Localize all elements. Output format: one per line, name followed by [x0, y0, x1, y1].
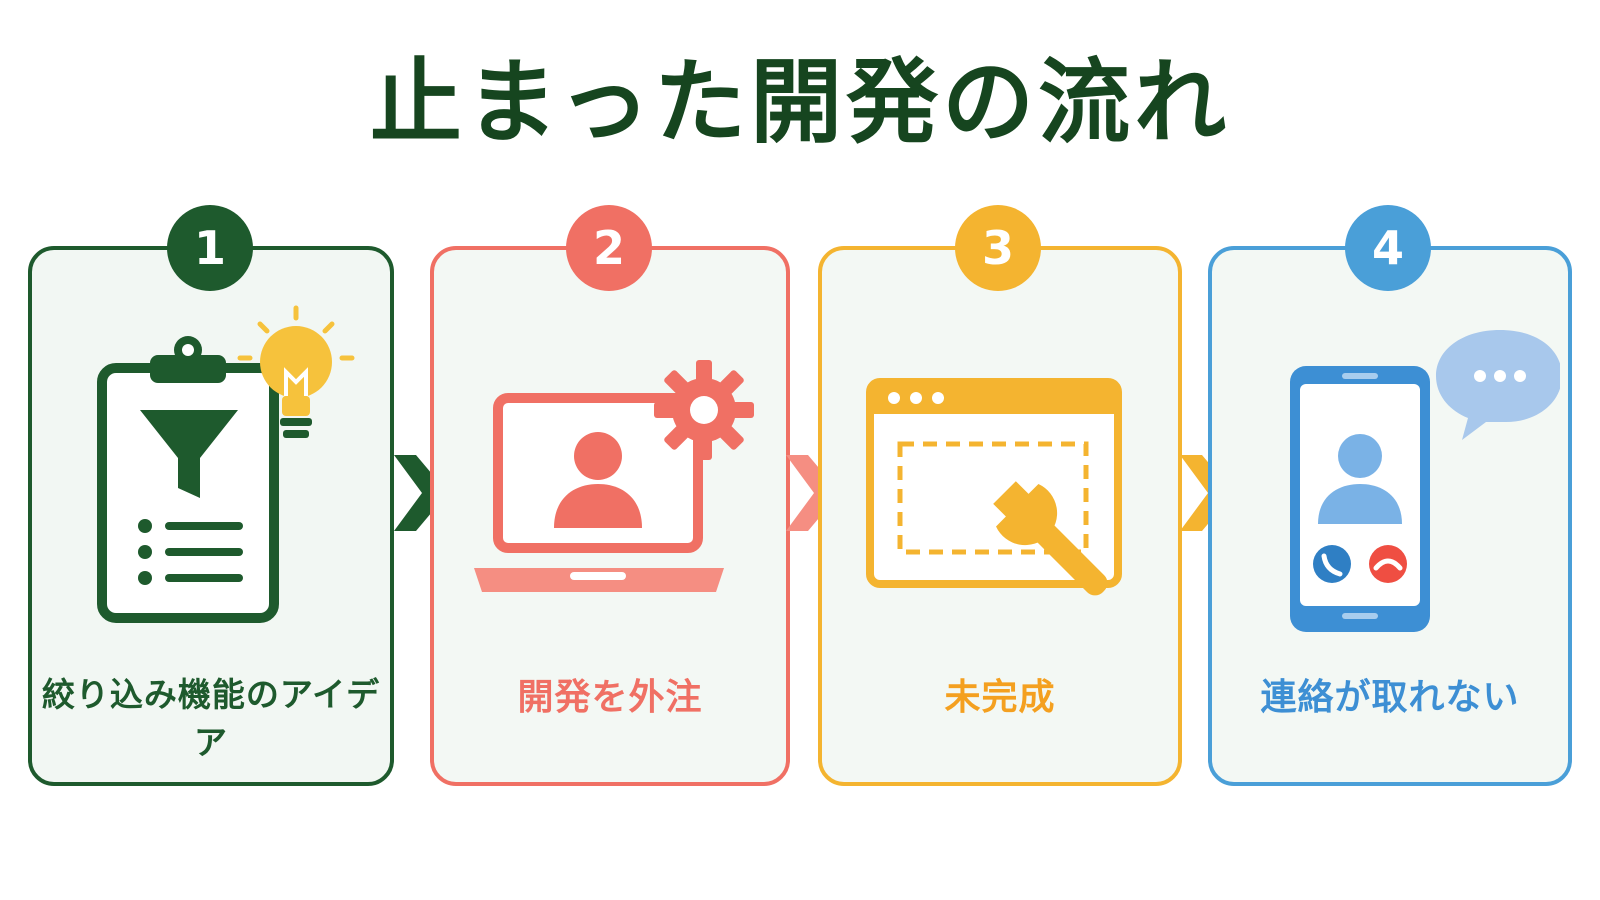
step-label-4: 連絡が取れない: [1260, 677, 1520, 718]
step-badge-1: 1: [167, 205, 253, 291]
step-label-1: 絞り込み機能のアイデア: [41, 675, 381, 762]
laptop-gear-icon: [474, 360, 754, 592]
step-badge-3: 3: [955, 205, 1041, 291]
step-badge-4: 4: [1345, 205, 1431, 291]
browser-wrench-icon: [866, 378, 1122, 596]
step-badge-2: 2: [566, 205, 652, 291]
step-label-2: 開発を外注: [517, 677, 703, 718]
smartphone-call-icon: [1290, 330, 1560, 632]
clipboard-filter-icon: [97, 305, 355, 623]
page-title: 止まった開発の流れ: [369, 49, 1231, 156]
step-label-3: 未完成: [944, 677, 1056, 718]
